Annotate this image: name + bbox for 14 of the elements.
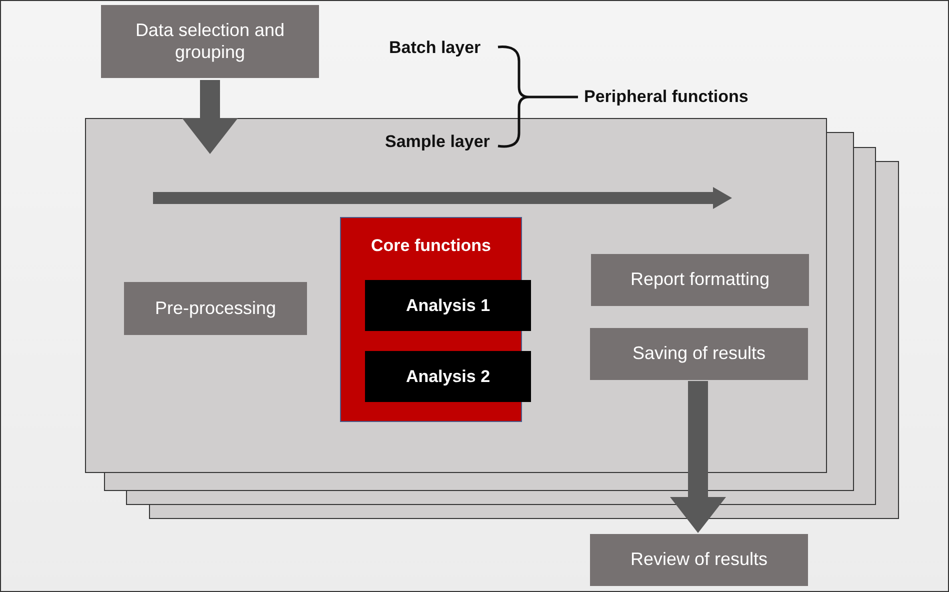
process-box: Saving of results [590,328,808,380]
process-box: Pre-processing [124,282,307,335]
process-box: Report formatting [591,254,809,306]
panel-title: Core functions [370,236,492,256]
sheet-panel [85,118,827,473]
process-box: Data selection and grouping [101,5,319,78]
layer-label: Batch layer [389,38,481,58]
arrow [670,381,726,533]
layer-label: Sample layer [385,132,490,152]
arrow [182,80,238,154]
analysis-box: Analysis 1 [365,280,531,331]
analysis-box: Analysis 2 [365,351,531,402]
process-box: Review of results [590,534,808,586]
bracket-label: Peripheral functions [584,87,748,107]
